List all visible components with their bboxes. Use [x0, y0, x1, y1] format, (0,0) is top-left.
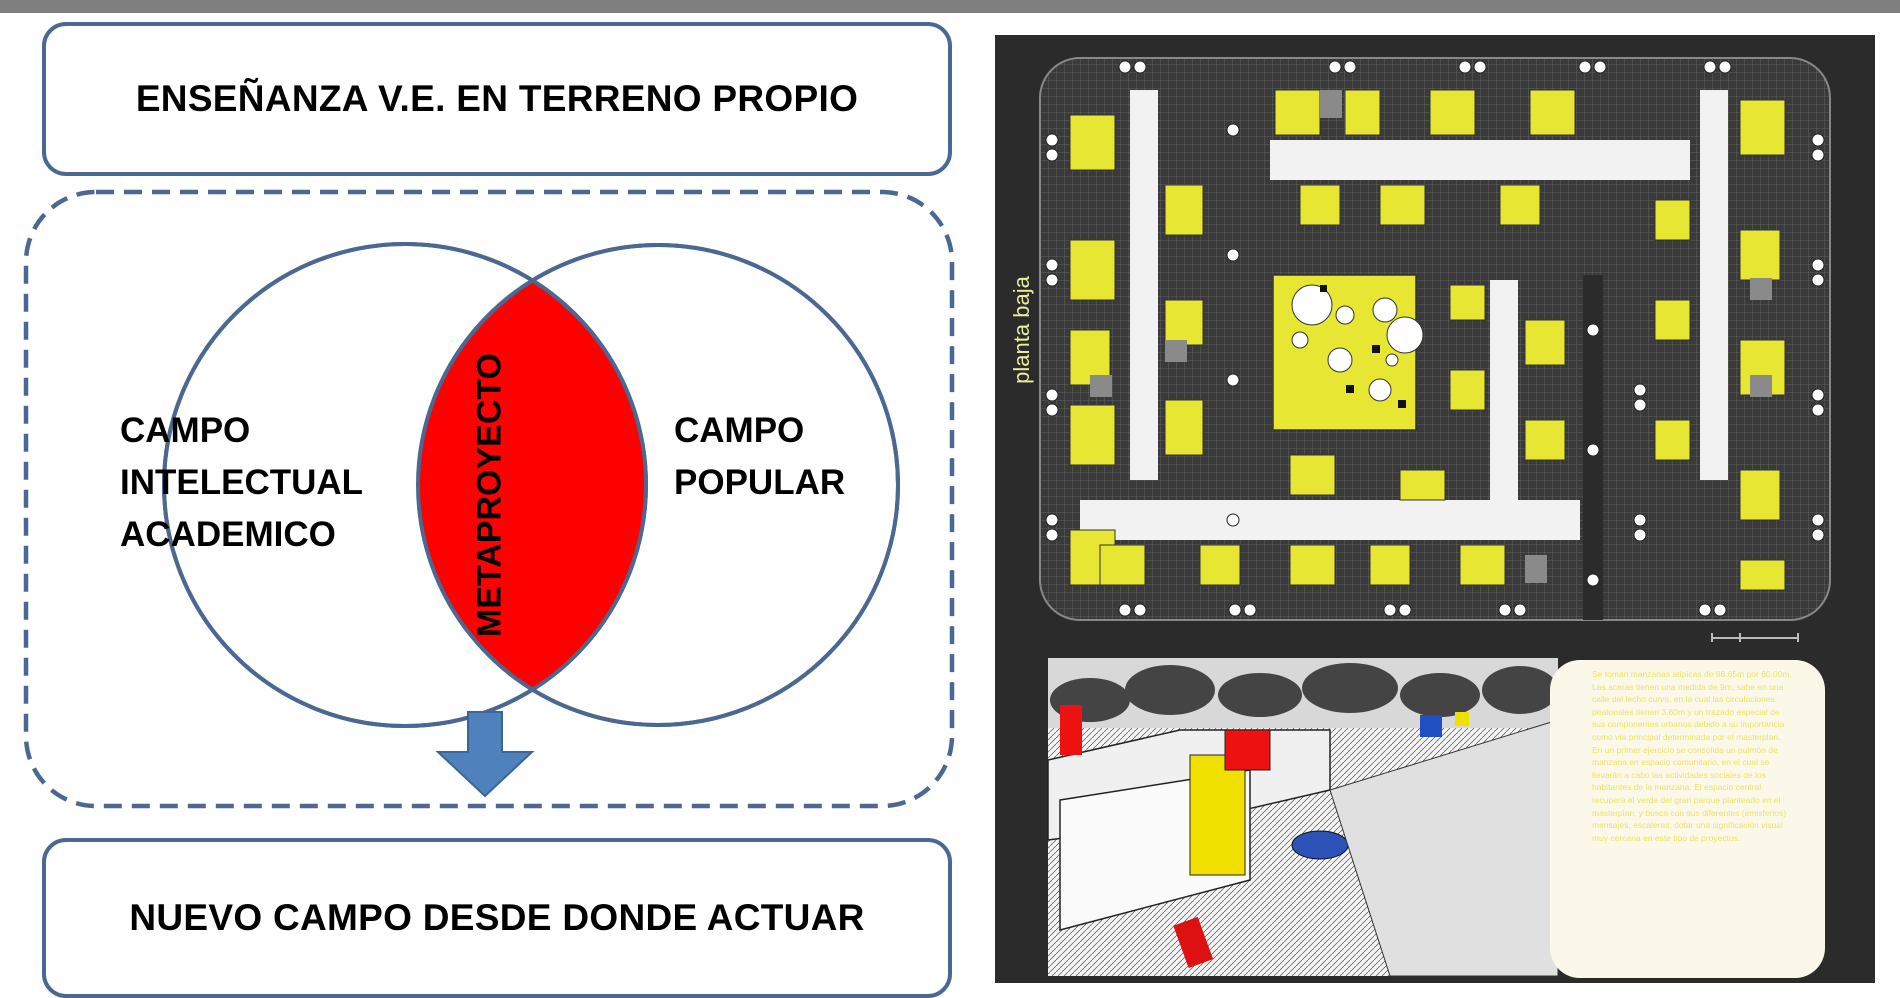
architectural-plan-image — [995, 35, 1875, 983]
academic-field-label: CAMPO INTELECTUAL ACADEMICO — [120, 411, 364, 554]
title-box: ENSEÑANZA V.E. EN TERRENO PROPIO — [42, 22, 952, 176]
metaproyecto-label: METAPROYECTO — [470, 353, 509, 637]
plan-label: planta baja — [1009, 276, 1034, 384]
perspective-sketch — [1047, 658, 1559, 977]
title-text: ENSEÑANZA V.E. EN TERRENO PROPIO — [135, 78, 859, 119]
venn-diagram — [23, 189, 955, 809]
description-text: Se toman manzanas atípicas de 86.65m por… — [1592, 669, 1792, 843]
down-arrow-icon — [435, 711, 535, 798]
site-plan-drawing — [1039, 57, 1831, 977]
popular-field-label: CAMPO POPULAR — [674, 411, 846, 502]
scale-bar-icon — [1711, 633, 1799, 642]
description-card — [1550, 660, 1825, 978]
top-bar — [0, 0, 1900, 13]
result-text: NUEVO CAMPO DESDE DONDE ACTUAR — [129, 897, 865, 938]
dashed-container — [23, 189, 955, 809]
result-box: NUEVO CAMPO DESDE DONDE ACTUAR — [42, 838, 952, 998]
intersection-area — [418, 245, 646, 725]
